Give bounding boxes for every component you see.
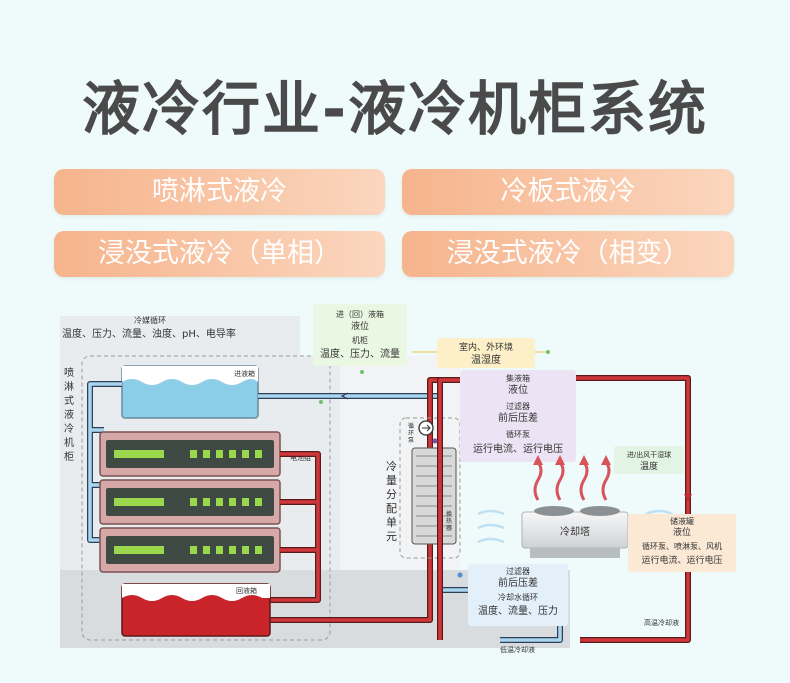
cooling-water-monitor-box xyxy=(468,564,568,626)
svg-text:液位: 液位 xyxy=(508,383,528,396)
svg-text:温度、压力、流量: 温度、压力、流量 xyxy=(320,347,400,360)
svg-text:前后压差: 前后压差 xyxy=(498,411,538,424)
environment-monitor-box xyxy=(437,338,535,368)
cdu-label: 冷量分配单元 xyxy=(386,460,397,543)
tower-return-pipe xyxy=(575,376,690,642)
tank-monitor-box xyxy=(313,304,407,366)
intake-monitor-box xyxy=(614,446,684,474)
svg-text:温湿度: 温湿度 xyxy=(471,353,501,366)
svg-text:集液箱: 集液箱 xyxy=(506,373,530,383)
pump-label: 循环泵 xyxy=(408,422,414,444)
battery-group-label: 电池组 xyxy=(290,453,311,462)
svg-text:机柜: 机柜 xyxy=(352,335,368,345)
svg-text:过滤器: 过滤器 xyxy=(506,566,530,576)
heat-exchanger-label: 换热器 xyxy=(446,510,452,532)
collector-monitor-box xyxy=(460,370,576,462)
heat-rise-arrows xyxy=(533,461,611,501)
high-temp-label: 高温冷却液 xyxy=(644,618,679,627)
svg-text:循环泵: 循环泵 xyxy=(506,429,530,439)
svg-text:温度、流量、压力: 温度、流量、压力 xyxy=(478,604,558,617)
tag-immersion-single-phase: 浸没式液冷（单相） xyxy=(54,231,385,277)
cooling-tower-label: 冷却塔 xyxy=(560,525,590,538)
battery-group xyxy=(99,431,281,573)
spray-cabinet-label: 喷淋式液冷机柜 xyxy=(64,367,74,463)
svg-text:储液罐: 储液罐 xyxy=(670,516,694,526)
svg-text:运行电流、运行电压: 运行电流、运行电压 xyxy=(641,554,722,566)
svg-text:前后压差: 前后压差 xyxy=(498,576,538,589)
svg-text:循环泵、喷淋泵、风机: 循环泵、喷淋泵、风机 xyxy=(642,541,722,551)
svg-text:冷却水循环: 冷却水循环 xyxy=(498,592,538,602)
svg-text:室内、外环境: 室内、外环境 xyxy=(459,341,513,353)
return-tank-label: 回液箱 xyxy=(236,586,257,595)
tag-cold-plate-cooling: 冷板式液冷 xyxy=(402,169,734,215)
cdu-frame xyxy=(399,417,461,559)
svg-text:进（回）液箱: 进（回）液箱 xyxy=(336,309,384,319)
page-title: 液冷行业-液冷机柜系统 xyxy=(81,75,709,143)
svg-text:过滤器: 过滤器 xyxy=(506,401,530,411)
svg-text:进/出风干湿球: 进/出风干湿球 xyxy=(627,450,671,459)
svg-text:液位: 液位 xyxy=(351,320,369,332)
inlet-tank-label: 进液箱 xyxy=(234,369,255,378)
coolant-loop-params: 温度、压力、流量、浊度、pH、电导率 xyxy=(62,327,236,340)
inlet-tank-wave xyxy=(122,366,258,385)
reservoir-monitor-box xyxy=(628,514,736,572)
tag-spray-cooling: 喷淋式液冷 xyxy=(54,169,385,215)
cooling-tower xyxy=(521,506,629,558)
cabinet-frame xyxy=(81,355,331,641)
svg-text:液位: 液位 xyxy=(673,526,691,538)
tag-immersion-two-phase: 浸没式液冷（相变） xyxy=(402,231,734,277)
cabinet-supply-pipe xyxy=(88,382,122,542)
svg-text:运行电流、运行电压: 运行电流、运行电压 xyxy=(473,442,563,455)
svg-text:温度: 温度 xyxy=(640,460,658,472)
return-pipe xyxy=(270,452,320,602)
low-temp-label: 低温冷却液 xyxy=(500,645,535,654)
coolant-loop-title: 冷媒循环 xyxy=(134,315,166,325)
